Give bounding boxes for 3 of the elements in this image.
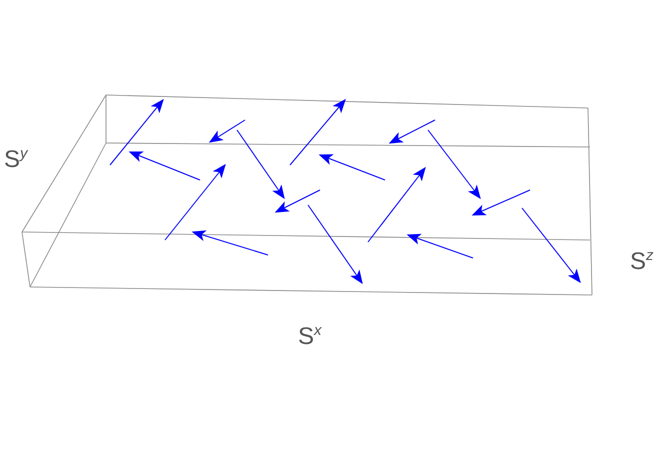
axis-label: S$^{x}$: [298, 322, 322, 351]
axis-label: S$^{z}$: [630, 247, 654, 276]
axis-label: S$^{y}$: [4, 145, 28, 174]
